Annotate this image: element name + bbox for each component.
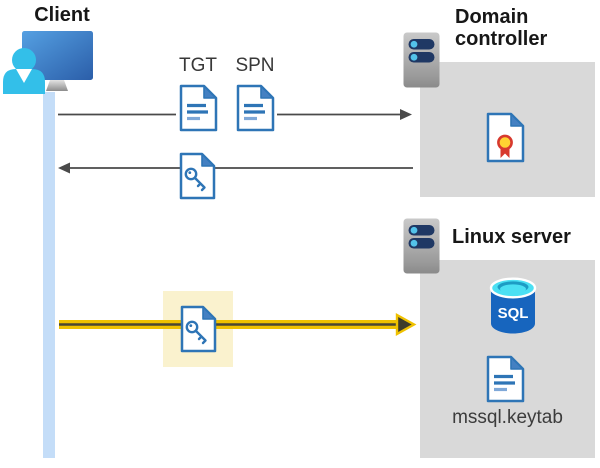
tgt-document-icon <box>179 84 218 132</box>
key-document-icon <box>179 152 216 200</box>
arrowhead-yellow <box>395 312 417 337</box>
response-arrow <box>58 162 413 174</box>
request-arrow <box>58 109 412 120</box>
spn-document-icon <box>236 84 275 132</box>
highlight-box <box>163 291 233 367</box>
tgt-label: TGT <box>179 55 217 76</box>
ticket-arrow-highlighted <box>59 312 417 337</box>
desktop-user-icon <box>3 31 93 94</box>
domain-controller-box <box>420 62 595 197</box>
keytab-label: mssql.keytab <box>452 407 563 428</box>
arrowhead-right <box>400 109 412 120</box>
arrowhead-left <box>58 162 70 174</box>
client-title: Client <box>34 4 90 26</box>
linux-server-title: Linux server <box>452 226 571 248</box>
domain-controller-title: Domain controller <box>455 6 548 50</box>
spn-label: SPN <box>235 55 275 76</box>
client-lifeline <box>43 92 55 458</box>
